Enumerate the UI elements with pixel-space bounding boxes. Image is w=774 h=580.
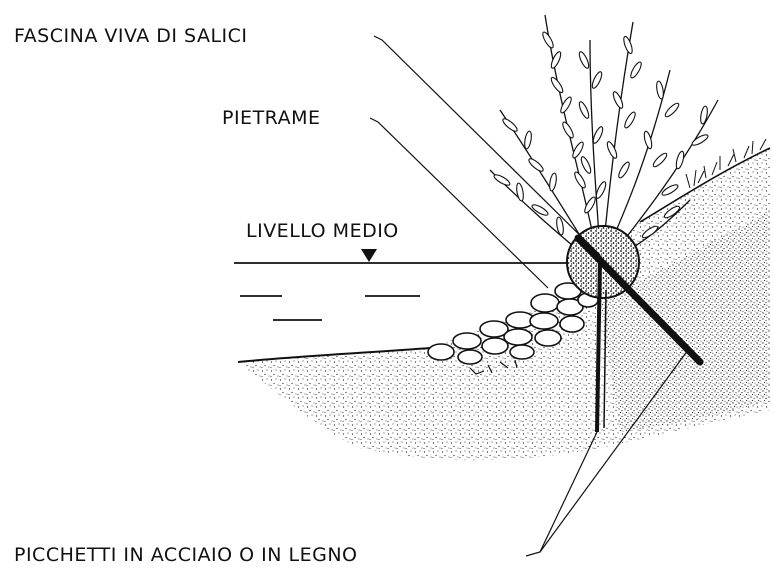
water-dashes xyxy=(240,296,420,320)
leader-fascina xyxy=(374,36,600,255)
label-livello-medio: LIVELLO MEDIO xyxy=(246,222,399,241)
label-fascina-viva-di-salici: FASCINA VIVA DI SALICI xyxy=(14,27,248,46)
willow-leaves xyxy=(493,31,710,240)
level-triangle-icon xyxy=(361,249,377,262)
label-picchetti: PICCHETTI IN ACCIAIO O IN LEGNO xyxy=(14,546,358,565)
label-pietrame: PIETRAME xyxy=(222,109,321,128)
